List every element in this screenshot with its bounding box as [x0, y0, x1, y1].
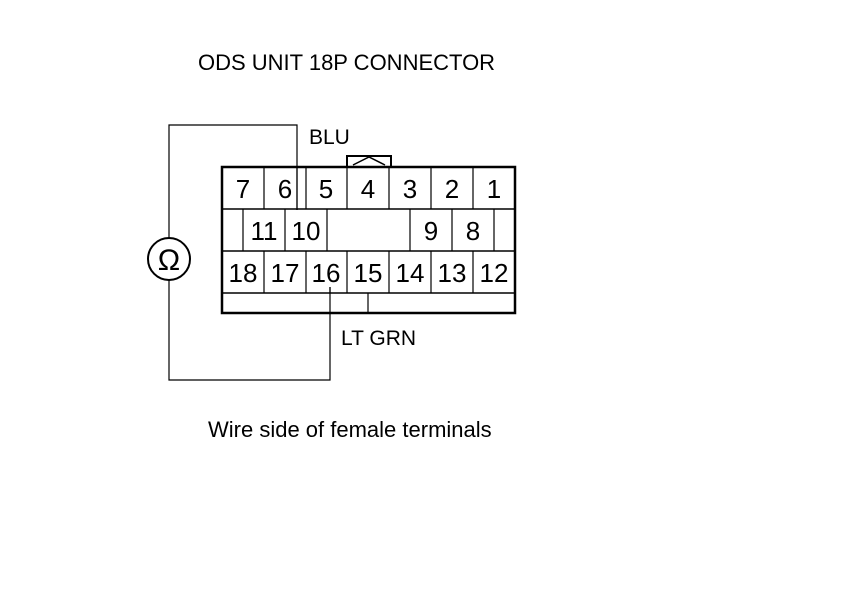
locking-tab: [346, 155, 392, 167]
pin-16: 16: [312, 258, 341, 288]
pin-15: 15: [354, 258, 383, 288]
pin-3: 3: [403, 174, 417, 204]
pin-1: 1: [487, 174, 501, 204]
pin-14: 14: [396, 258, 425, 288]
pin-12: 12: [480, 258, 509, 288]
diagram-title: ODS UNIT 18P CONNECTOR: [198, 50, 495, 75]
pin-18: 18: [229, 258, 258, 288]
pin-row-3: 18 17 16 15 14 13 12: [229, 258, 509, 288]
pin-7: 7: [236, 174, 250, 204]
pin-8: 8: [466, 216, 480, 246]
wire-label-lt-grn: LT GRN: [341, 327, 416, 350]
pin-10: 10: [292, 216, 321, 246]
connector-housing: [220, 155, 517, 315]
pin-5: 5: [319, 174, 333, 204]
pin-9: 9: [424, 216, 438, 246]
pin-row-2: 11 10 9 8: [251, 216, 481, 246]
pin-13: 13: [438, 258, 467, 288]
pin-17: 17: [271, 258, 300, 288]
pin-row-1: 7 6 5 4 3 2 1: [236, 174, 501, 204]
wire-label-blu: BLU: [309, 126, 350, 149]
pin-11: 11: [251, 216, 278, 246]
pin-6: 6: [278, 174, 292, 204]
ohmmeter-icon: Ω: [147, 237, 191, 281]
pin-4: 4: [361, 174, 375, 204]
locking-tab-ramp: [352, 156, 386, 166]
diagram-caption: Wire side of female terminals: [208, 417, 492, 442]
pin-2: 2: [445, 174, 459, 204]
ohm-symbol: Ω: [158, 244, 180, 277]
